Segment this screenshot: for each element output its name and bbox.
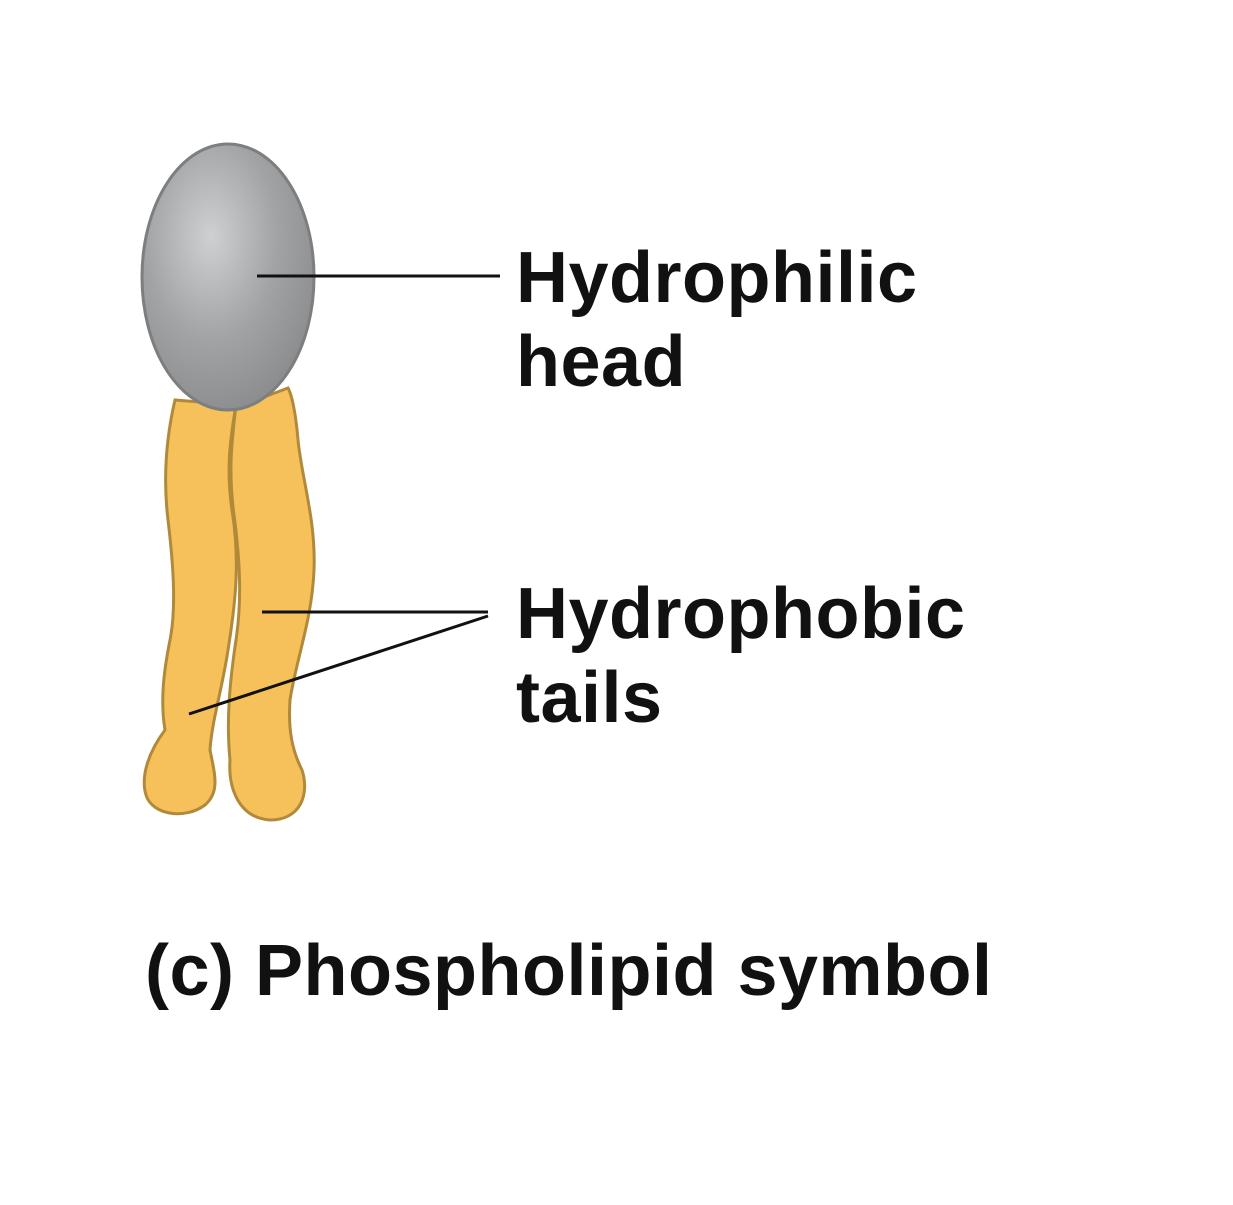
hydrophobic-tails-shape — [142, 386, 316, 822]
hydrophilic-head-label-line1: Hydrophilic — [516, 238, 918, 318]
hydrophobic-tails-label: Hydrophobic tails — [516, 572, 966, 740]
hydrophobic-tails-label-line2: tails — [516, 658, 663, 738]
hydrophobic-tails-label-line1: Hydrophobic — [516, 574, 966, 654]
figure-caption: (c) Phospholipid symbol — [145, 931, 993, 1011]
tail-leader-line-lower — [188, 614, 489, 716]
right-tail — [226, 386, 316, 822]
hydrophilic-head-label: Hydrophilic head — [516, 236, 918, 404]
hydrophilic-head-label-line2: head — [516, 322, 687, 402]
left-tail — [142, 398, 238, 816]
